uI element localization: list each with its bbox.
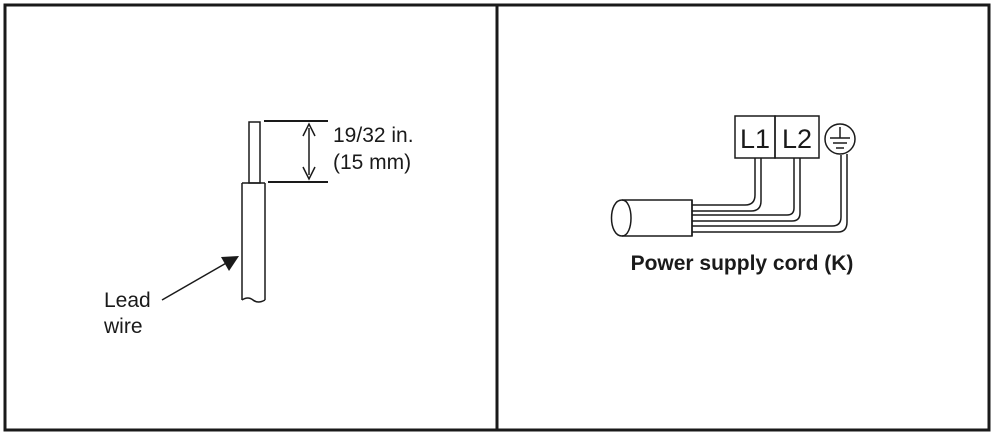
terminal-l2-label: L2 [782,124,812,154]
wire-l1-inner [692,158,762,212]
left-panel: 19/32 in. (15 mm) Lead wire [103,120,414,338]
terminal-l2-box [774,115,820,159]
lead-wire-pointer [161,257,236,301]
ground-icon [824,123,856,155]
lead-wire [241,182,266,300]
dimension-arrowhead-up [302,122,316,137]
stripped-conductor [248,121,261,184]
cord-caption: Power supply cord (K) [631,252,854,275]
lead-wire-pointer-head [221,256,239,271]
cord-jacket [610,199,693,237]
wire-cut-end [241,297,266,303]
wire-ground-outer [692,155,842,227]
wire-l2-inner [692,158,801,222]
measurement-metric: (15 mm) [333,151,411,174]
wire-l1-outer [692,158,756,206]
lead-wire-label-line2: wire [103,315,143,338]
wire-l2-outer [692,158,795,216]
cord-end [621,199,632,237]
right-panel: L1 L2 Power supply cord (K) [610,115,856,275]
wire-ground-inner [692,154,848,233]
dimension-arrowhead-down [302,166,316,181]
lead-wire-label-line1: Lead [104,289,151,312]
measurement-fraction: 19/32 in. [333,124,414,147]
terminal-l1-label: L1 [740,124,770,154]
